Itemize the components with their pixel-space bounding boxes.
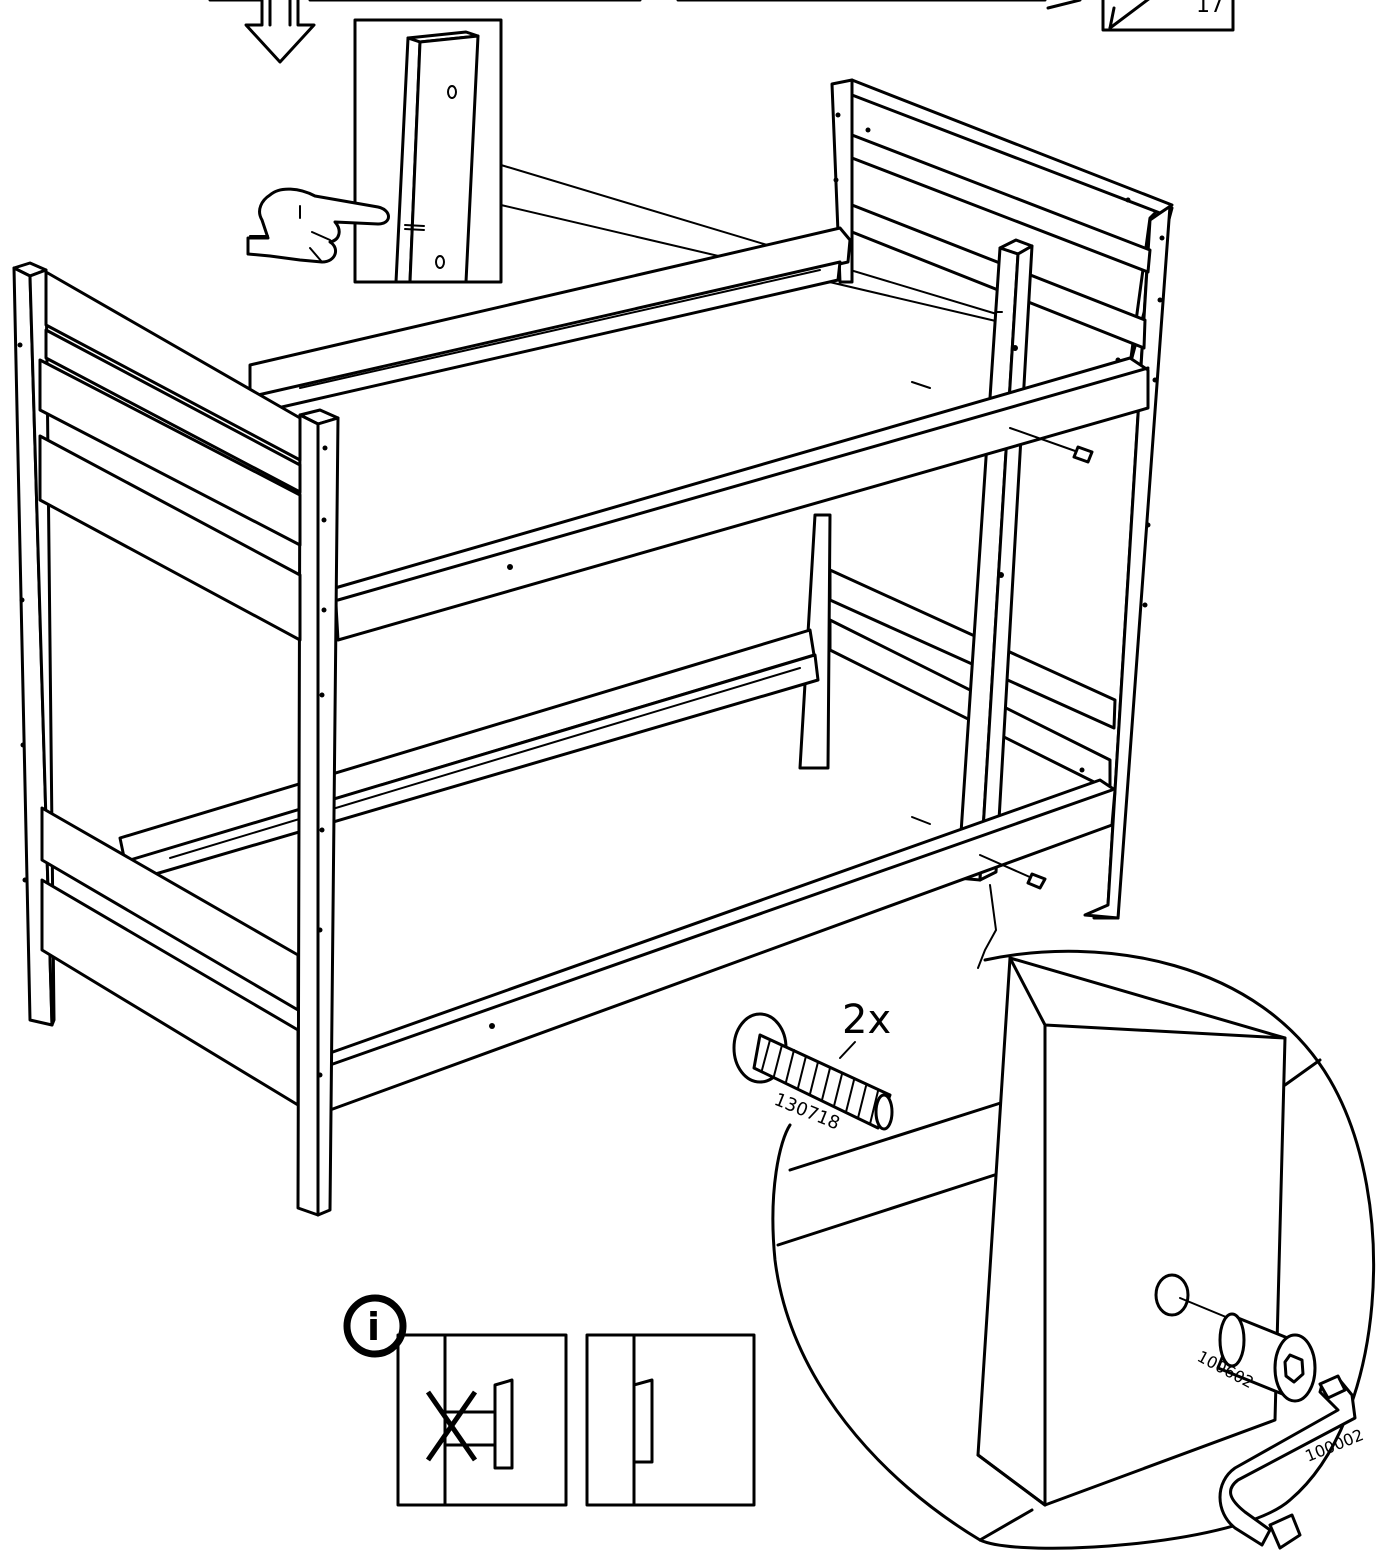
bolt-130718 [732,1012,894,1131]
front-end-frame [12,261,340,1217]
front-right-post [956,238,1034,882]
info-panel: i [343,1294,756,1507]
correct-example [585,1333,756,1507]
pointing-hand-icon [246,187,390,264]
page-reference-arrow-icon [1046,0,1150,30]
page-reference[interactable]: 17 [1046,0,1235,32]
svg-text:i: i [367,1305,380,1349]
upper-bolts [911,381,1094,464]
incorrect-example [396,1333,568,1507]
lower-front-rail [328,778,1117,1112]
lower-back-rail [118,628,820,882]
quantity-label: 2x [842,997,891,1043]
down-arrow-icon [208,0,316,64]
incorrect-cross-icon [425,1390,478,1462]
barrel-nut-100602 [1216,1312,1317,1403]
back-post-dots [833,112,1165,773]
upper-front-rail [333,356,1150,642]
post-detail-inset [353,18,1001,323]
upper-back-rail [248,226,852,414]
page-reference-number: 17 [1196,0,1224,18]
lower-bolts [911,816,1047,890]
bunk-bed-frame [12,78,1174,1217]
bolt-detail-callout [771,884,1376,1550]
info-icon: i [343,1294,407,1358]
allen-key-100002 [1218,1374,1357,1550]
